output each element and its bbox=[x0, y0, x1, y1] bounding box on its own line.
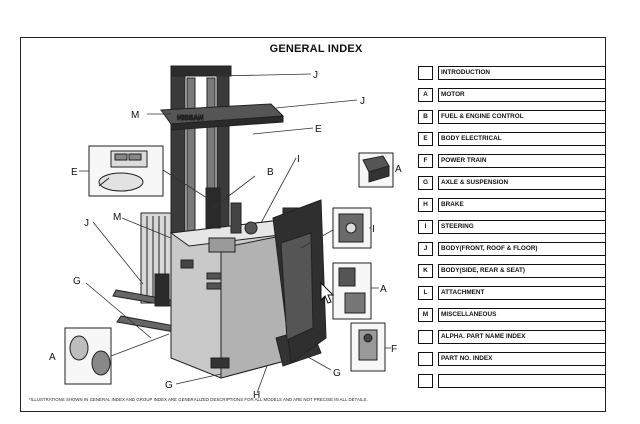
callout-m-1: M bbox=[131, 110, 139, 121]
callout-h-1: H bbox=[253, 390, 260, 398]
page-title: GENERAL INDEX bbox=[269, 43, 363, 55]
rear-panel bbox=[272, 199, 327, 364]
index-label[interactable]: POWER TRAIN bbox=[438, 154, 606, 168]
callout-f-1: F bbox=[391, 344, 397, 355]
index-row[interactable]: M MISCELLANEOUS bbox=[418, 308, 608, 322]
inset-a-contactors bbox=[332, 262, 372, 320]
callout-i-2: I bbox=[372, 224, 375, 235]
callout-letters: J J M E I B E A J M I G A F G A G H bbox=[49, 70, 402, 398]
callout-m-2: M bbox=[113, 212, 121, 223]
index-letter: L bbox=[418, 286, 433, 300]
mouse-cursor-icon bbox=[320, 281, 335, 304]
inset-e-display bbox=[88, 145, 164, 197]
inset-a-controller bbox=[358, 152, 394, 188]
index-letter: B bbox=[418, 110, 433, 124]
index-letter: I bbox=[418, 220, 433, 234]
inset-a-motor bbox=[64, 327, 112, 385]
callout-a-2: A bbox=[380, 284, 387, 295]
index-row[interactable]: J BODY(FRONT, ROOF & FLOOR) bbox=[418, 242, 608, 256]
index-letter: F bbox=[418, 154, 433, 168]
index-row[interactable]: G AXLE & SUSPENSION bbox=[418, 176, 608, 190]
callout-g-2: G bbox=[333, 368, 341, 379]
callout-j-1: J bbox=[313, 70, 318, 81]
index-letter bbox=[418, 352, 433, 366]
index-label[interactable]: BODY(FRONT, ROOF & FLOOR) bbox=[438, 242, 606, 256]
index-row[interactable]: I STEERING bbox=[418, 220, 608, 234]
index-label[interactable]: MOTOR bbox=[438, 88, 606, 102]
index-row[interactable]: A MOTOR bbox=[418, 88, 608, 102]
forks bbox=[112, 273, 187, 335]
index-letter: J bbox=[418, 242, 433, 256]
callout-j-3: J bbox=[84, 218, 89, 229]
index-label[interactable]: BODY ELECTRICAL bbox=[438, 132, 606, 146]
index-row[interactable]: L ATTACHMENT bbox=[418, 286, 608, 300]
forklift-illustration: NISSAN bbox=[49, 65, 402, 398]
index-label[interactable]: ALPHA. PART NAME INDEX bbox=[438, 330, 606, 344]
callout-a-3: A bbox=[49, 352, 56, 363]
index-row[interactable]: ALPHA. PART NAME INDEX bbox=[418, 330, 608, 344]
index-label[interactable]: MISCELLANEOUS bbox=[438, 308, 606, 322]
index-label[interactable] bbox=[438, 374, 606, 388]
index-row[interactable]: E BODY ELECTRICAL bbox=[418, 132, 608, 146]
callout-g-3: G bbox=[165, 380, 173, 391]
index-letter: K bbox=[418, 264, 433, 278]
index-row[interactable]: F POWER TRAIN bbox=[418, 154, 608, 168]
overhead-guard: NISSAN bbox=[160, 103, 285, 131]
callout-a-1: A bbox=[395, 164, 402, 175]
index-label[interactable]: BRAKE bbox=[438, 198, 606, 212]
illustration-footnote: *ILLUSTRATIONS SHOWN IN GENERAL INDEX AN… bbox=[29, 397, 368, 402]
inset-i-steering bbox=[332, 207, 372, 249]
callout-e-1: E bbox=[315, 124, 322, 135]
index-letter: M bbox=[418, 308, 433, 322]
leader-lines bbox=[79, 73, 394, 394]
index-letter bbox=[418, 330, 433, 344]
index-row[interactable]: PART NO. INDEX bbox=[418, 352, 608, 366]
callout-i-1: I bbox=[297, 154, 300, 165]
index-row[interactable]: K BODY(SIDE, REAR & SEAT) bbox=[418, 264, 608, 278]
index-label[interactable]: AXLE & SUSPENSION bbox=[438, 176, 606, 190]
index-row[interactable]: INTRODUCTION bbox=[418, 66, 608, 80]
callout-g-1: G bbox=[73, 276, 81, 287]
index-letter: E bbox=[418, 132, 433, 146]
index-letter bbox=[418, 374, 433, 388]
index-row[interactable]: B FUEL & ENGINE CONTROL bbox=[418, 110, 608, 124]
index-row[interactable] bbox=[418, 374, 608, 388]
callout-e-2: E bbox=[71, 167, 78, 178]
index-label[interactable]: STEERING bbox=[438, 220, 606, 234]
callout-b-1: B bbox=[267, 167, 274, 178]
index-letter bbox=[418, 66, 433, 80]
index-letter: H bbox=[418, 198, 433, 212]
callout-j-2: J bbox=[360, 96, 365, 107]
index-label[interactable]: BODY(SIDE, REAR & SEAT) bbox=[438, 264, 606, 278]
index-label[interactable]: INTRODUCTION bbox=[438, 66, 606, 80]
index-label[interactable]: ATTACHMENT bbox=[438, 286, 606, 300]
index-row[interactable]: H BRAKE bbox=[418, 198, 608, 212]
brand-label: NISSAN bbox=[177, 115, 203, 122]
index-label[interactable]: FUEL & ENGINE CONTROL bbox=[438, 110, 606, 124]
mast bbox=[170, 65, 232, 239]
index-letter: A bbox=[418, 88, 433, 102]
inset-f-drive-unit bbox=[350, 322, 386, 372]
index-letter: G bbox=[418, 176, 433, 190]
index-label[interactable]: PART NO. INDEX bbox=[438, 352, 606, 366]
operator-controls bbox=[205, 187, 258, 235]
truck-body bbox=[169, 207, 322, 379]
